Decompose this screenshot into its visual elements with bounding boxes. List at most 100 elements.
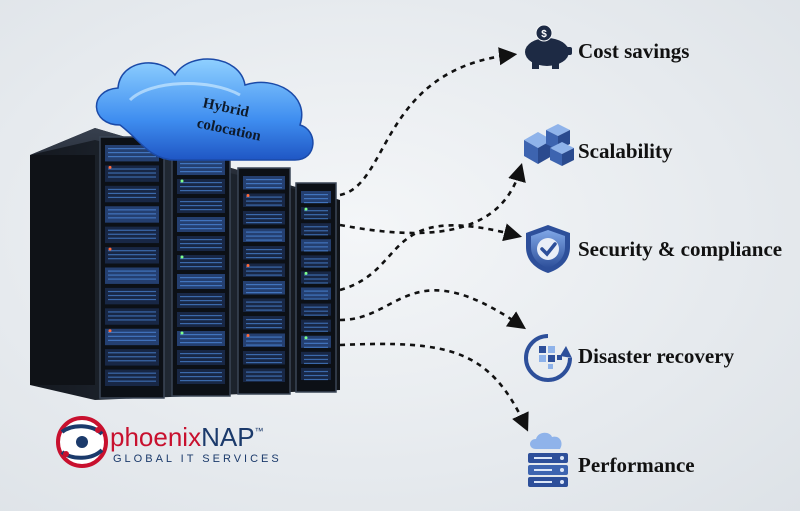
rack-led-strip bbox=[180, 209, 222, 211]
rack-led-strip bbox=[304, 326, 328, 328]
arrow-cost-savings bbox=[339, 47, 518, 197]
rack-led-strip bbox=[108, 168, 156, 170]
rack-led-strip bbox=[304, 314, 328, 316]
rack-led-strip bbox=[108, 360, 156, 362]
rack-led-strip bbox=[180, 315, 222, 317]
rack-led-strip bbox=[180, 262, 222, 264]
rack-led-strip bbox=[108, 258, 156, 260]
rack-led-strip bbox=[246, 362, 282, 364]
rack-led-strip bbox=[246, 375, 282, 377]
rack-led-strip bbox=[108, 156, 156, 158]
rack-led-strip bbox=[180, 239, 222, 241]
rack-led-strip bbox=[246, 292, 282, 294]
rack-led-strip bbox=[108, 372, 156, 374]
rack-led-strip bbox=[108, 339, 156, 341]
rack-led-strip bbox=[108, 380, 156, 382]
rack-slot bbox=[105, 267, 159, 284]
rack-led-strip bbox=[246, 354, 282, 356]
rack-led-strip bbox=[180, 277, 222, 279]
connector-arrows bbox=[339, 47, 529, 432]
rack-led-strip bbox=[246, 196, 282, 198]
rack-led-strip bbox=[108, 274, 156, 276]
rack-led-strip bbox=[246, 371, 282, 373]
rack-led-strip bbox=[304, 246, 328, 248]
rack-led-strip bbox=[246, 340, 282, 342]
rack-led-strip bbox=[108, 319, 156, 321]
rack-led-strip bbox=[304, 242, 328, 244]
rack-led-strip bbox=[180, 205, 222, 207]
rack-led-strip bbox=[180, 304, 222, 306]
rack-led-strip bbox=[108, 311, 156, 313]
rack-led-strip bbox=[180, 296, 222, 298]
rack-slot bbox=[301, 287, 331, 300]
rack-led-strip bbox=[246, 284, 282, 286]
rack-status-led bbox=[180, 179, 184, 183]
rack-slot bbox=[301, 351, 331, 364]
arrow-disaster-recovery bbox=[339, 289, 527, 330]
rack-slot bbox=[105, 369, 159, 386]
rack-led-strip bbox=[304, 354, 328, 357]
rack-led-strip bbox=[180, 334, 222, 336]
rack-led-strip bbox=[108, 188, 156, 191]
rack-status-led bbox=[246, 334, 250, 337]
rack-led-strip bbox=[246, 222, 282, 224]
server-rack bbox=[30, 128, 340, 400]
rack-led-strip bbox=[180, 372, 222, 374]
rack-led-strip bbox=[108, 196, 156, 199]
arrow-security bbox=[339, 223, 523, 292]
rack-status-led bbox=[180, 331, 184, 335]
rack-led-strip bbox=[108, 152, 156, 154]
rack-led-strip bbox=[108, 298, 156, 301]
rack-led-strip bbox=[108, 237, 156, 239]
rack-led-strip bbox=[304, 306, 328, 308]
rack-led-strip bbox=[108, 270, 156, 272]
svg-text:$: $ bbox=[541, 29, 547, 40]
rack-led-strip bbox=[246, 204, 282, 206]
rack-status-led bbox=[180, 255, 184, 259]
rack-led-strip bbox=[304, 294, 328, 296]
rack-led-strip bbox=[180, 201, 222, 203]
arrow-scalability bbox=[339, 163, 526, 235]
rack-led-strip bbox=[180, 342, 222, 344]
rack-led-strip bbox=[246, 344, 282, 346]
cloud-server-icon bbox=[528, 432, 568, 487]
rack-slot bbox=[105, 226, 159, 244]
rack-led-strip bbox=[108, 229, 156, 231]
rack-slot bbox=[301, 255, 331, 268]
rack-led-strip bbox=[180, 190, 222, 192]
rack-led-strip bbox=[304, 234, 328, 236]
rack-led-strip bbox=[180, 357, 222, 359]
rack-led-strip bbox=[108, 315, 156, 317]
rack-led-strip bbox=[108, 148, 156, 150]
rack-led-strip bbox=[180, 319, 222, 321]
rack-led-strip bbox=[180, 285, 222, 287]
rack-led-strip bbox=[246, 231, 282, 233]
hybrid-cloud: Hybrid colocation bbox=[95, 58, 314, 161]
rack-led-strip bbox=[246, 379, 282, 381]
rack-led-strip bbox=[246, 183, 282, 185]
rack-led-strip bbox=[246, 305, 282, 307]
rack-led-strip bbox=[304, 358, 328, 361]
arrow-performance bbox=[339, 342, 529, 432]
rack-led-strip bbox=[180, 353, 222, 355]
rack-led-strip bbox=[246, 179, 282, 181]
rack-slot bbox=[105, 308, 159, 325]
rack-led-strip bbox=[180, 220, 222, 222]
rack-led-strip bbox=[246, 257, 282, 259]
rack-led-strip bbox=[246, 235, 282, 237]
rack-status-led bbox=[246, 194, 250, 197]
rack-led-strip bbox=[108, 176, 156, 178]
rack-led-strip bbox=[180, 243, 222, 245]
rack-led-strip bbox=[304, 258, 328, 260]
benefit-label-disaster-recovery: Disaster recovery bbox=[578, 344, 735, 368]
rack-led-strip bbox=[304, 362, 328, 365]
rack-led-strip bbox=[246, 319, 282, 321]
rack-led-strip bbox=[246, 187, 282, 189]
brand-tm: ™ bbox=[255, 426, 264, 436]
recovery-cycle-icon bbox=[524, 334, 572, 382]
rack-led-strip bbox=[304, 278, 328, 280]
benefit-label-cost-savings: Cost savings bbox=[578, 39, 689, 63]
rack-led-strip bbox=[246, 270, 282, 272]
